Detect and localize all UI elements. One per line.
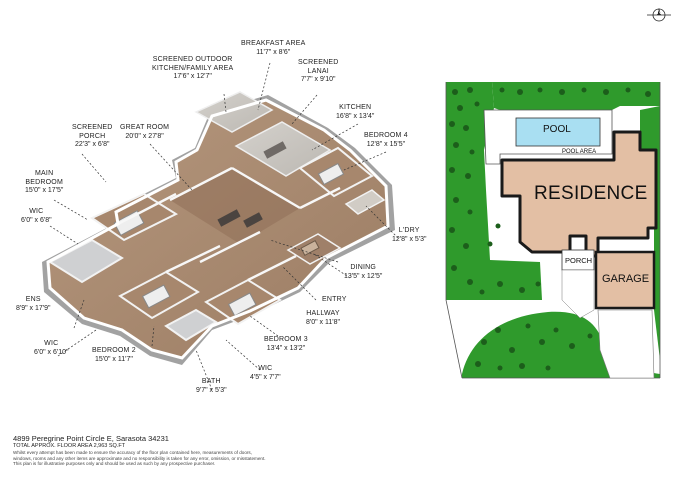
label-bedroom-4: BEDROOM 4 12'8" x 15'5" [364,132,408,149]
room-name: MAIN BEDROOM [25,170,63,186]
room-name: KITCHEN [339,104,372,111]
sofa-1 [217,209,241,227]
room-name: SCREENED OUTDOOR KITCHEN/FAMILY AREA [152,56,234,72]
room-dims: 22'3" x 6'8" [75,141,110,148]
garage-label: GARAGE [602,273,650,285]
room-dims: 6'0" x 6'8" [21,216,52,224]
label-bedroom-2: BEDROOM 2 15'0" x 11'7" [92,347,136,364]
room-dims: 12'8" x 5'3" [392,235,427,243]
room-name: GREAT ROOM [120,124,170,131]
room-name: WIC [44,340,59,347]
label-bedroom-3: BEDROOM 3 13'4" x 13'2" [264,336,308,353]
label-screened-lanai: SCREENED LANAI 7'7" x 9'10" [298,59,339,85]
label-laundry: L'DRY 12'8" x 5'3" [392,227,427,244]
room-name: SCREENED LANAI [298,59,339,75]
north-label: N [657,10,662,16]
room-dims: 12'8" x 15'5" [366,140,406,148]
room-dims: 15'0" x 11'7" [94,355,133,363]
room-name: L'DRY [398,227,420,234]
room-dims: 4'5" x 7'7" [250,373,281,381]
room-dims: 15'0" x 17'5" [25,187,64,194]
great-room-floor [170,168,300,244]
room-dims: 9'7" x 5'3" [196,386,227,394]
room-dims: 13'5" x 12'5" [344,272,383,280]
disclaimer-line-2: windows, rooms and any other items are a… [13,455,266,461]
footer: 4899 Peregrine Point Circle E, Sarasota … [13,434,313,467]
room-dims: 8'9" x 17'9" [16,304,51,312]
room-name: BATH [201,378,221,385]
residence-building [500,130,658,258]
label-great-room: GREAT ROOM 20'0" x 27'8" [120,124,169,141]
label-main-bedroom: MAIN BEDROOM 15'0" x 17'5" [25,170,63,196]
bed-main [113,210,145,236]
label-ensuite: ENS 8'9" x 17'9" [16,296,51,313]
sofa-2 [243,212,263,228]
disclaimer-line-1: Whilst every attempt has been made to en… [13,450,253,455]
room-name: HALLWAY [306,310,340,317]
label-screened-porch: SCREENED PORCH 22'3" x 6'8" [72,124,113,150]
lawn-north [492,82,660,110]
lawn-north-west [446,82,542,300]
disclaimer-line-3: This plan is for illustrative purposes o… [13,461,216,467]
label-entry: ENTRY [322,296,347,305]
property-line [445,82,463,379]
label-wic-bedroom-2: WIC 6'0" x 6'10" [34,340,69,357]
room-dims: 20'0" x 27'8" [125,132,164,140]
dining-table [300,240,320,256]
room-name: BEDROOM 3 [264,336,308,343]
label-wic-bedroom-3: WIC 4'5" x 7'7" [250,365,281,382]
kitchen-island [263,141,287,159]
label-wic-main: WIC 6'0" x 6'8" [21,208,52,225]
lawn-front-east [654,300,660,360]
room-dims: 7'7" x 9'10" [301,76,336,83]
room-dims: 13'4" x 13'2" [266,344,306,352]
label-outdoor-kitchen: SCREENED OUTDOOR KITCHEN/FAMILY AREA 17'… [152,56,233,82]
bed-3 [227,292,257,317]
pool-area-label: POOL AREA [562,149,597,155]
leader-lines [49,62,399,391]
room-name: ENS [25,296,41,303]
residence-label: RESIDENCE [534,183,648,204]
room-name: WIC [29,208,44,215]
pool-label: POOL [543,124,571,135]
room-name: SCREENED PORCH [72,124,113,140]
label-bath: BATH 9'7" x 5'3" [196,378,227,395]
pool [515,117,601,147]
floor-plan-3d-render [42,62,399,391]
bath-floor [164,308,218,342]
garage-building [594,250,656,310]
room-name: DINING [350,264,377,271]
room-dims: 6'0" x 6'10" [34,348,69,356]
room-dims: 17'6" x 12'7" [173,73,212,80]
room-dims: 11'7" x 8'6" [256,48,291,56]
room-dims: 8'0" x 11'8" [306,318,340,326]
label-kitchen: KITCHEN 16'8" x 13'4" [336,104,374,121]
outer-wall [46,98,390,360]
room-name: BEDROOM 4 [364,132,408,139]
porch-label: PORCH [565,256,593,265]
bed-2 [141,284,171,309]
property-address: 4899 Peregrine Point Circle E, Sarasota … [13,434,169,443]
north-arrow-icon: N [647,4,671,26]
label-dining: DINING 13'5" x 12'5" [344,264,382,281]
driveway [597,309,655,379]
room-name: BREAKFAST AREA [241,40,306,47]
laundry-floor [344,189,386,215]
room-name: BEDROOM 2 [92,347,136,354]
bed-4 [317,162,345,186]
interior-walls [117,166,341,282]
label-hallway: HALLWAY 8'0" x 11'8" [306,310,340,327]
walkway [561,269,595,319]
room-name: ENTRY [322,296,347,303]
room-dims: 16'8" x 13'4" [336,112,375,120]
room-name: WIC [258,365,273,372]
outdoor-kitchen-floor [194,91,274,133]
total-floor-area: TOTAL APPROX. FLOOR AREA 2,963 SQ.FT [13,443,126,449]
label-breakfast-area: BREAKFAST AREA 11'7" x 8'6" [241,40,306,57]
